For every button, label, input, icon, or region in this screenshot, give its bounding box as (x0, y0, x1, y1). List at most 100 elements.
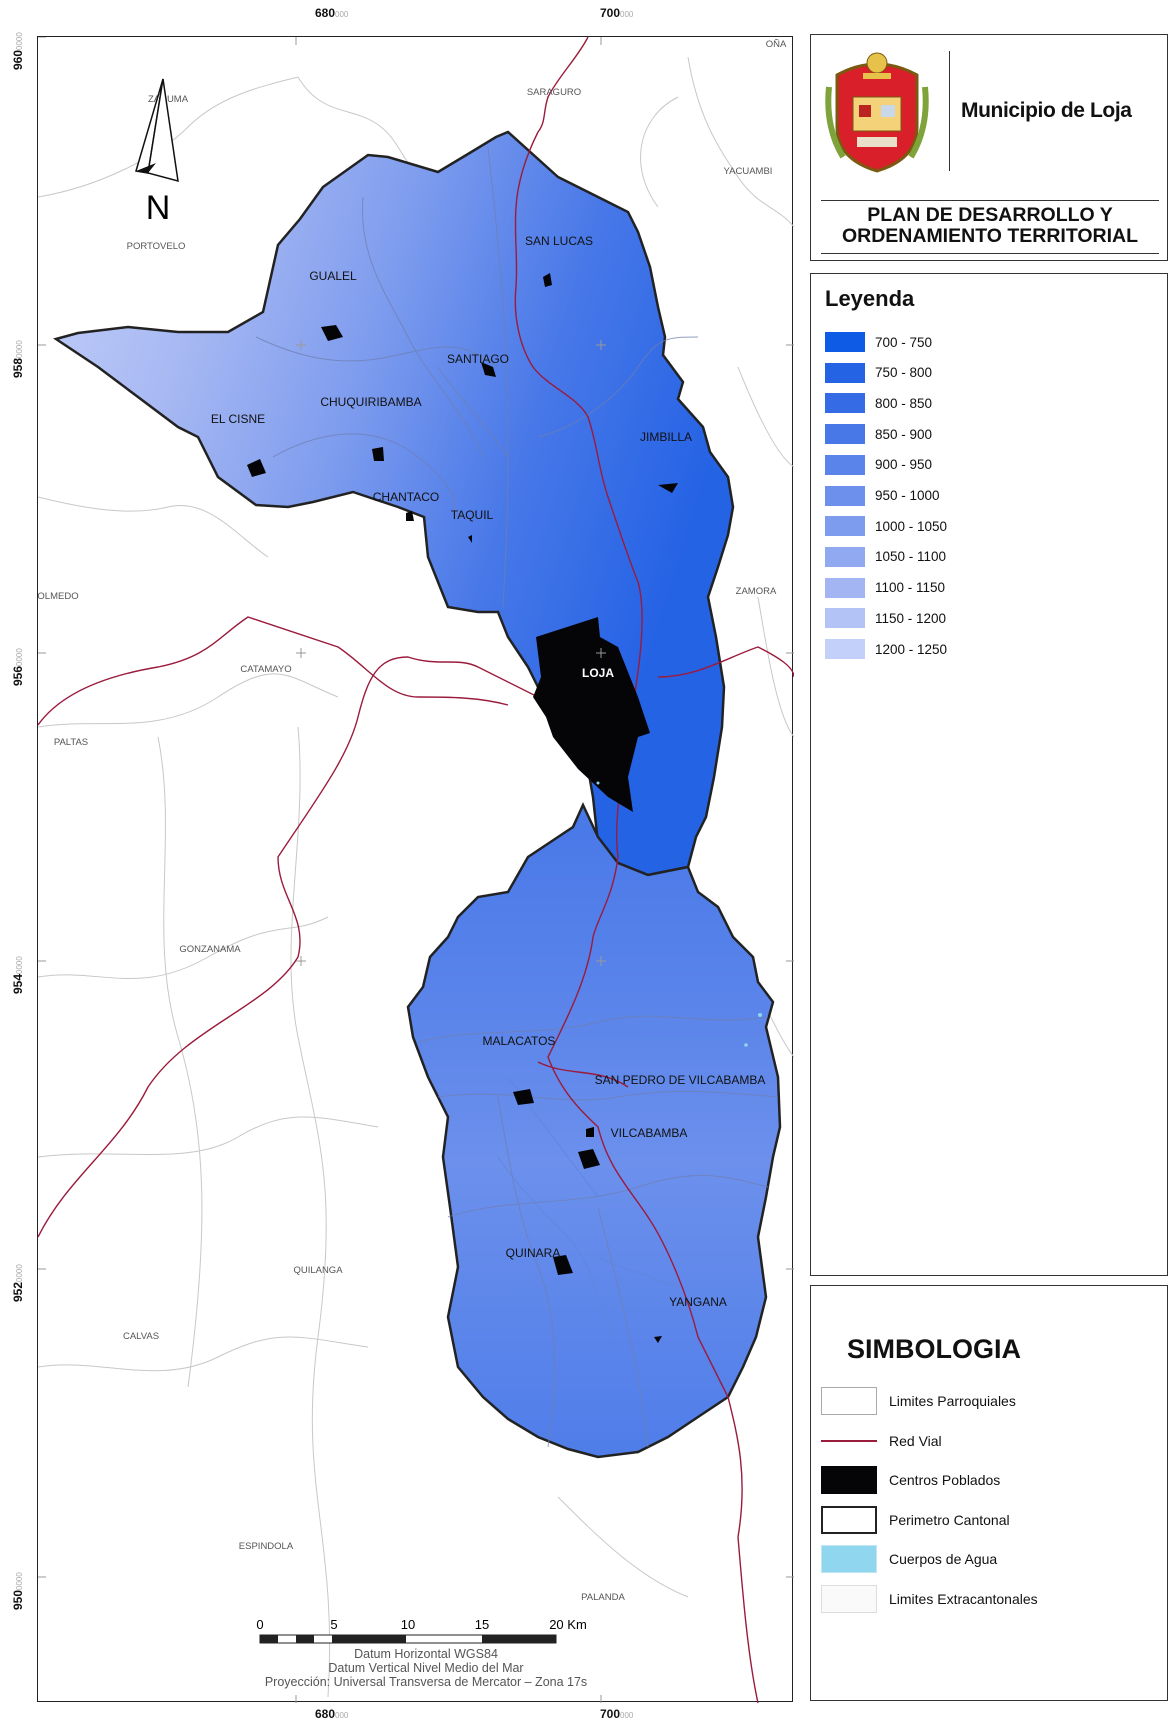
grid-y-label-954: 9540000 (11, 956, 25, 994)
symbology-item-water: Cuerpos de Agua (821, 1545, 997, 1573)
parish-gualel: GUALEL (309, 269, 357, 283)
legend-item: 950 - 1000 (825, 485, 940, 507)
legend-title: Leyenda (825, 286, 915, 311)
legend-label: 950 - 1000 (875, 488, 940, 503)
legend-swatch (825, 332, 865, 352)
legend-swatch (825, 608, 865, 629)
symbology-title: SIMBOLOGIA (847, 1334, 1021, 1364)
place-portovelo: PORTOVELO (127, 241, 186, 252)
map-canvas[interactable]: ZARUMA SARAGURO OÑA YACUAMBI PORTOVELO O… (38, 37, 794, 1703)
legend-swatch (825, 454, 865, 475)
parish-quinara: QUINARA (506, 1246, 561, 1260)
parish-vilcabamba: VILCABAMBA (611, 1126, 688, 1140)
legend-swatch (825, 362, 865, 383)
place-palanda: PALANDA (581, 1592, 625, 1603)
symbol-external (821, 1584, 877, 1613)
legend-swatch (825, 516, 865, 537)
scale-label-5: 5 (330, 1617, 337, 1632)
legend-item: 850 - 900 (825, 423, 932, 445)
parish-chuquiribamba: CHUQUIRIBAMBA (320, 395, 421, 409)
legend-item: 700 - 750 (825, 331, 932, 353)
scale-bar: 0 5 10 15 20 Km (256, 1617, 587, 1644)
municipality-crest-icon (825, 52, 929, 173)
symbology-label: Limites Parroquiales (889, 1393, 1016, 1409)
settlements (247, 273, 678, 1343)
symbol-water (821, 1545, 877, 1573)
place-zaruma: ZARUMA (148, 94, 189, 105)
parish-malacatos: MALACATOS (483, 1034, 556, 1048)
parish-loja: LOJA (582, 666, 614, 680)
grid-y-label-952: 9520000 (11, 1264, 25, 1302)
legend-swatch (825, 577, 865, 598)
grid-y-label-950: 9500000 (11, 1572, 25, 1610)
legend-panel: Leyenda 700 - 750 750 - 800 800 - 850 850 -… (810, 273, 1168, 1276)
legend-label: 1000 - 1050 (875, 518, 948, 534)
header-panel: Municipio de Loja PLAN DE DESARROLLO Y O… (810, 34, 1168, 261)
legend-swatch (825, 639, 865, 659)
place-espindola: ESPINDOLA (239, 1541, 294, 1552)
datum-horizontal: Datum Horizontal WGS84 (354, 1647, 498, 1661)
symbol-settlement (821, 1466, 877, 1494)
parish-san-pedro-de-vilcabamba: SAN PEDRO DE VILCABAMBA (595, 1073, 766, 1087)
parish-jimbilla: JIMBILLA (640, 430, 692, 444)
grid-x-label-top-700: 700000 (600, 6, 634, 20)
parish-labels: SAN LUCAS GUALEL SANTIAGO CHUQUIRIBAMBA … (211, 234, 765, 1309)
place-calvas: CALVAS (123, 1331, 159, 1342)
legend-swatch (825, 424, 865, 445)
grid-y-label-960: 9600000 (11, 32, 25, 70)
plan-title: PLAN DE DESARROLLO Y ORDENAMIENTO TERRIT… (821, 205, 1159, 247)
place-zamora: ZAMORA (736, 586, 777, 597)
symbology-label: Red Vial (889, 1432, 942, 1449)
title-rule-top (821, 200, 1159, 201)
symbology-item-road: Red Vial (821, 1426, 942, 1455)
symbology-label: Cuerpos de Agua (889, 1551, 998, 1567)
plan-title-line2: ORDENAMIENTO TERRITORIAL (841, 225, 1139, 247)
map-frame[interactable]: ZARUMA SARAGURO OÑA YACUAMBI PORTOVELO O… (37, 36, 794, 1703)
symbology-label: Limites Extracantonales (889, 1590, 1038, 1607)
legend-label: 750 - 800 (875, 365, 933, 381)
legend-label: 1100 - 1150 (875, 580, 946, 596)
place-olmedo: OLMEDO (38, 591, 79, 602)
legend-swatch (825, 485, 865, 506)
grid-x-label-bottom-700: 700000 (600, 1707, 634, 1721)
header-divider (949, 51, 950, 171)
legend-item: 750 - 800 (825, 362, 932, 384)
place-saraguro: SARAGURO (527, 87, 581, 98)
symbology-item-settlement: Centros Poblados (821, 1466, 1000, 1494)
parish-boundaries (255, 146, 779, 1448)
place-paltas: PALTAS (54, 737, 88, 748)
plan-title-line1: PLAN DE DESARROLLO Y (867, 204, 1113, 226)
grid-x-label-bottom-680: 680000 (315, 1707, 349, 1721)
parish-el-cisne: EL CISNE (211, 412, 265, 426)
legend-label: 850 - 900 (875, 426, 933, 442)
legend-item: 1000 - 1050 (825, 515, 947, 537)
place-quilanga: QUILANGA (293, 1265, 343, 1276)
legend-item: 900 - 950 (825, 454, 932, 476)
parish-yangana: YANGANA (669, 1295, 727, 1309)
parish-taquil: TAQUIL (451, 508, 494, 522)
symbology-label: Perimetro Cantonal (889, 1511, 1010, 1528)
external-boundaries (38, 56, 794, 1698)
north-label: N (146, 189, 171, 227)
legend-item: 1150 - 1200 (825, 607, 946, 629)
datum-info: Datum Horizontal WGS84 Datum Vertical Ni… (176, 1647, 676, 1689)
road-network (38, 37, 794, 1703)
legend-label: 900 - 950 (875, 457, 933, 473)
symbology-item-external: Limites Extracantonales (821, 1584, 1038, 1613)
legend-swatch (825, 393, 865, 414)
grid-y-label-958: 9580000 (11, 340, 25, 378)
title-rule-bottom (821, 253, 1159, 254)
place-gonzanama: GONZANAMA (179, 944, 241, 955)
parish-san-lucas: SAN LUCAS (525, 234, 593, 248)
scale-label-10: 10 (401, 1617, 415, 1632)
grid-x-label-top-680: 680000 (315, 6, 349, 20)
north-arrow-icon: N (135, 78, 179, 227)
legend-label: 800 - 850 (875, 395, 933, 411)
legend-label: 700 - 750 (875, 334, 933, 350)
place-catamayo: CATAMAYO (240, 664, 291, 675)
symbol-perimeter (821, 1505, 877, 1534)
place-yacuambi: YACUAMBI (724, 166, 773, 177)
scale-label-20: 20 Km (549, 1617, 587, 1632)
symbology-item-parish: Limites Parroquiales (821, 1387, 1016, 1415)
